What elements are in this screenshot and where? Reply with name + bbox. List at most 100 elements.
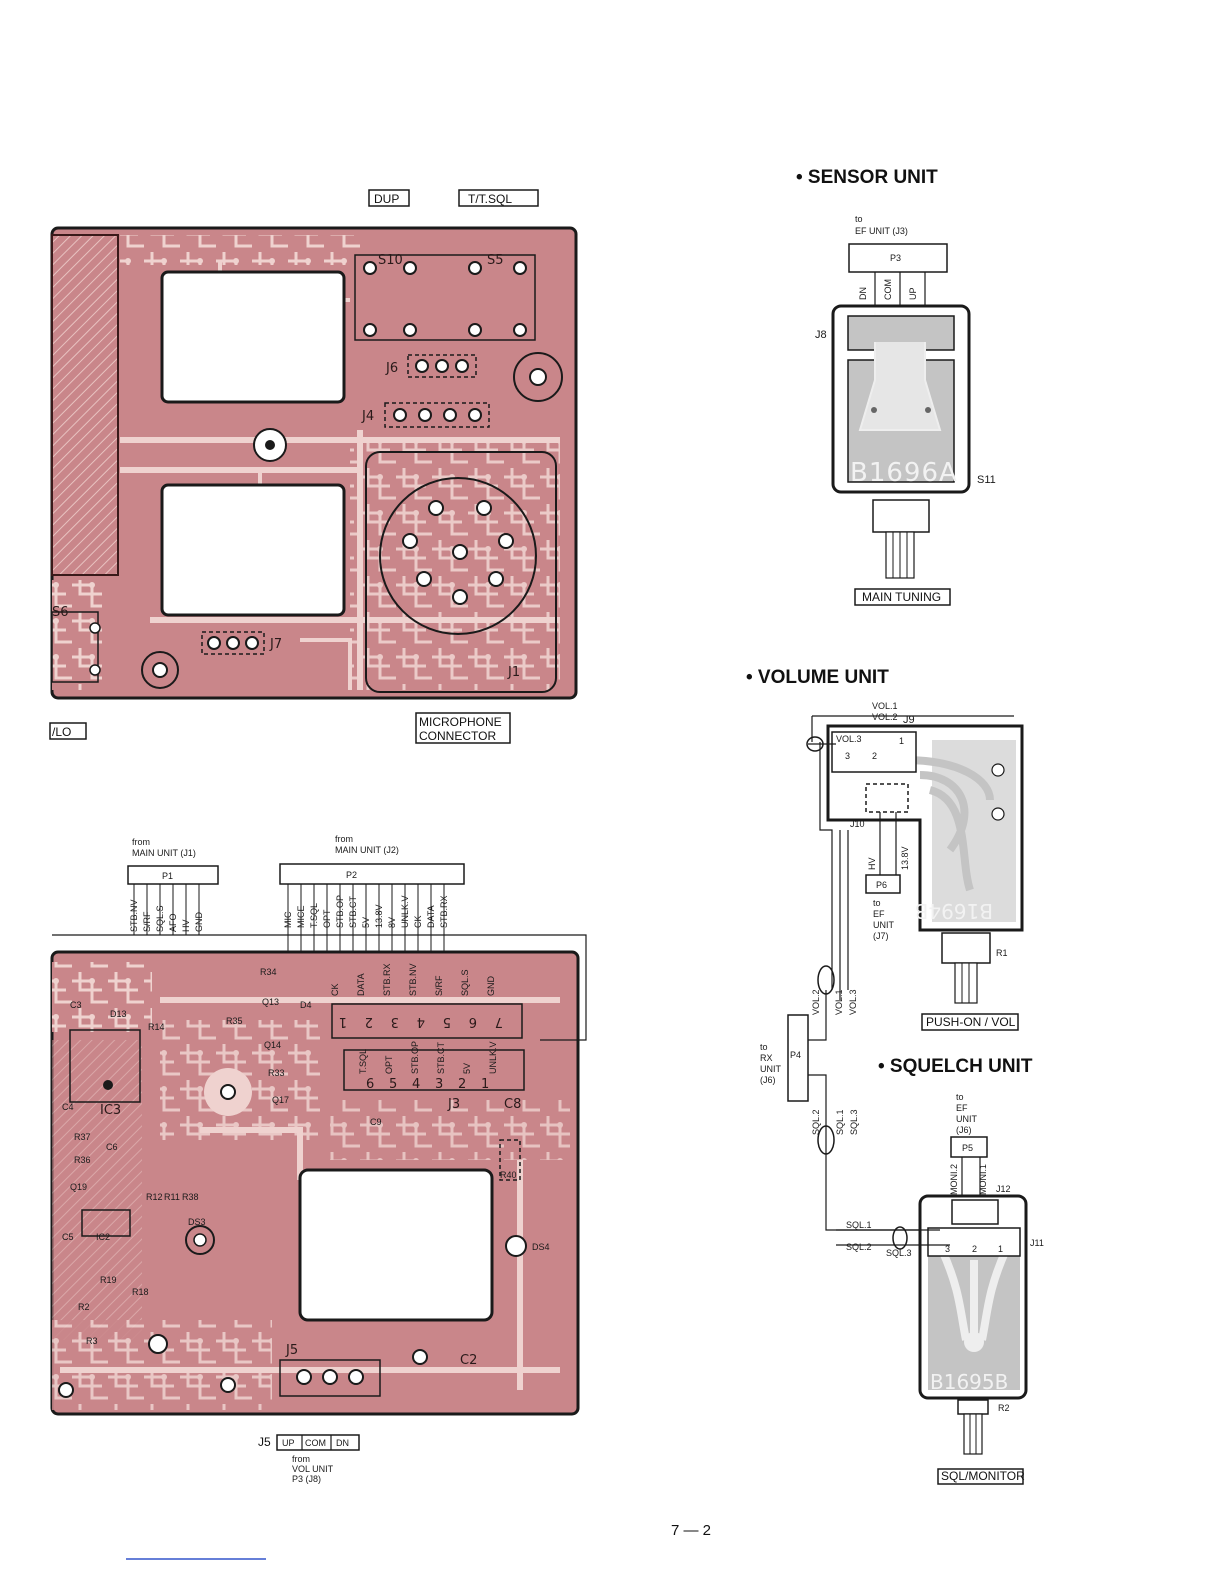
vol1-wire: VOL.1 <box>872 701 898 711</box>
vol3-wire: VOL.3 <box>836 734 862 744</box>
component-label: Q17 <box>272 1095 289 1105</box>
r2-label: R2 <box>998 1403 1010 1413</box>
component-label: IC2 <box>96 1232 110 1242</box>
upper-row-number: 6 <box>469 1014 477 1029</box>
component-label: R33 <box>268 1068 285 1078</box>
tsql-tag: T/T.SQL <box>468 192 512 206</box>
component-label: IC3 <box>100 1103 121 1118</box>
p1-label: P1 <box>162 871 173 881</box>
sql-monitor-tag-box <box>937 1468 1024 1485</box>
vol-pad-1: 1 <box>899 736 904 746</box>
p1-bundle-wire <box>52 934 587 1041</box>
component-label: DS3 <box>188 1217 206 1227</box>
component-label: R19 <box>100 1275 117 1285</box>
upper-row-number: 5 <box>443 1014 451 1029</box>
upper-row-label: GND <box>486 976 496 997</box>
sql2-left: SQL.2 <box>846 1242 872 1252</box>
upper-row-number: 2 <box>365 1014 373 1029</box>
dup-tag-box <box>368 189 410 207</box>
sql3-wire-vert: SQL.3 <box>849 1109 859 1135</box>
r1-label: R1 <box>996 948 1008 958</box>
bottom-component-labels: R34C3D13R14Q13R35D4Q14R33Q17IC3C4R37R36C… <box>62 967 550 1368</box>
p5-label: P5 <box>962 1143 973 1153</box>
squelch-board-id: B1695B <box>930 1370 1008 1394</box>
j5-from-2: VOL UNIT <box>292 1464 334 1474</box>
upper-row-label: CK <box>330 983 340 996</box>
push-on-vol-tag: PUSH-ON / VOL <box>926 1015 1016 1029</box>
sql-monitor-tag: SQL/MONITOR <box>941 1469 1025 1483</box>
sql-to-1: to <box>956 1092 964 1102</box>
sql3-left: SQL.3 <box>886 1248 912 1258</box>
p2-label: P2 <box>346 870 357 880</box>
lower-row-number: 4 <box>412 1077 420 1092</box>
component-label: R3 <box>86 1336 98 1346</box>
j5-from-3: P3 (J8) <box>292 1474 321 1484</box>
j1-label: J1 <box>507 665 520 680</box>
volume-board <box>787 715 1024 1231</box>
component-label: C8 <box>504 1097 521 1112</box>
component-label: R40 <box>500 1170 517 1180</box>
push-on-vol-tag-box <box>921 1013 1019 1031</box>
sensor-to-2: EF UNIT (J3) <box>855 226 908 236</box>
bottom-pcb <box>50 950 580 1416</box>
p2-from-2: MAIN UNIT (J2) <box>335 845 399 855</box>
dup-tag: DUP <box>374 192 399 206</box>
lower-row-label: STB.OP <box>410 1041 420 1074</box>
main-tuning-tag-box <box>854 588 951 606</box>
sensor-pin-up: UP <box>908 287 918 300</box>
lower-row-label: STB.CT <box>436 1041 446 1074</box>
j4-label: J4 <box>361 409 374 424</box>
sensor-pin-com: COM <box>883 279 893 300</box>
vol-to-3: UNIT <box>873 920 894 930</box>
j8-label: J8 <box>815 329 827 341</box>
sql-to-4: (J6) <box>956 1125 972 1135</box>
sql-pad-2: 2 <box>972 1244 977 1254</box>
p4-to-1: to <box>760 1042 768 1052</box>
sensor-board <box>831 272 971 579</box>
component-label: Q19 <box>70 1182 87 1192</box>
lower-row-label: T.SQL <box>358 1049 368 1074</box>
s10-label: S10 <box>378 253 403 268</box>
upper-row-number: 7 <box>495 1014 503 1029</box>
component-label: R14 <box>148 1022 165 1032</box>
sensor-board-id: B1696A <box>850 458 958 488</box>
component-label: D13 <box>110 1009 127 1019</box>
component-label: R37 <box>74 1132 91 1142</box>
sql1-left: SQL.1 <box>846 1220 872 1230</box>
upper-row-number: 3 <box>391 1014 399 1029</box>
j6-label: J6 <box>385 361 398 376</box>
lower-row-label: UNLK.V <box>488 1041 498 1074</box>
top-pcb: S10 S5 J6 J4 J1 J7 <box>50 226 578 700</box>
upper-row-number: 4 <box>417 1014 425 1029</box>
component-label: R34 <box>260 967 277 977</box>
sensor-pin-dn: DN <box>858 287 868 300</box>
component-label: R2 <box>78 1302 90 1312</box>
upper-row-number: 1 <box>339 1014 347 1029</box>
component-label: D4 <box>300 1000 312 1010</box>
moni2-label: MONI.2 <box>949 1164 959 1195</box>
p4-wire-vol1: VOL.1 <box>834 989 844 1015</box>
p1-from-2: MAIN UNIT (J1) <box>132 848 196 858</box>
component-label: R38 <box>182 1192 199 1202</box>
p2-from-1: from <box>335 834 353 844</box>
component-label: C4 <box>62 1102 74 1112</box>
component-label: R35 <box>226 1016 243 1026</box>
volume-board-id: B1694B <box>915 899 993 923</box>
sql-pad-3: 3 <box>945 1244 950 1254</box>
mic-connector-tag-box <box>415 712 511 744</box>
vol-to-4: (J7) <box>873 931 889 941</box>
sql-to-3: UNIT <box>956 1114 977 1124</box>
main-tuning-tag: MAIN TUNING <box>862 590 941 604</box>
component-label: J3 <box>447 1097 460 1112</box>
vol2-wire: VOL.2 <box>872 712 898 722</box>
j5-pin-up: UP <box>282 1438 295 1448</box>
p4-label: P4 <box>790 1050 801 1060</box>
component-label: R11 <box>164 1192 180 1202</box>
j5-pin-box <box>276 1434 360 1451</box>
p1-from-1: from <box>132 837 150 847</box>
j10-label: J10 <box>850 819 865 829</box>
volume-unit-title: • VOLUME UNIT <box>746 667 889 688</box>
lower-row-number: 6 <box>366 1077 374 1092</box>
j12-label: J12 <box>996 1184 1011 1194</box>
